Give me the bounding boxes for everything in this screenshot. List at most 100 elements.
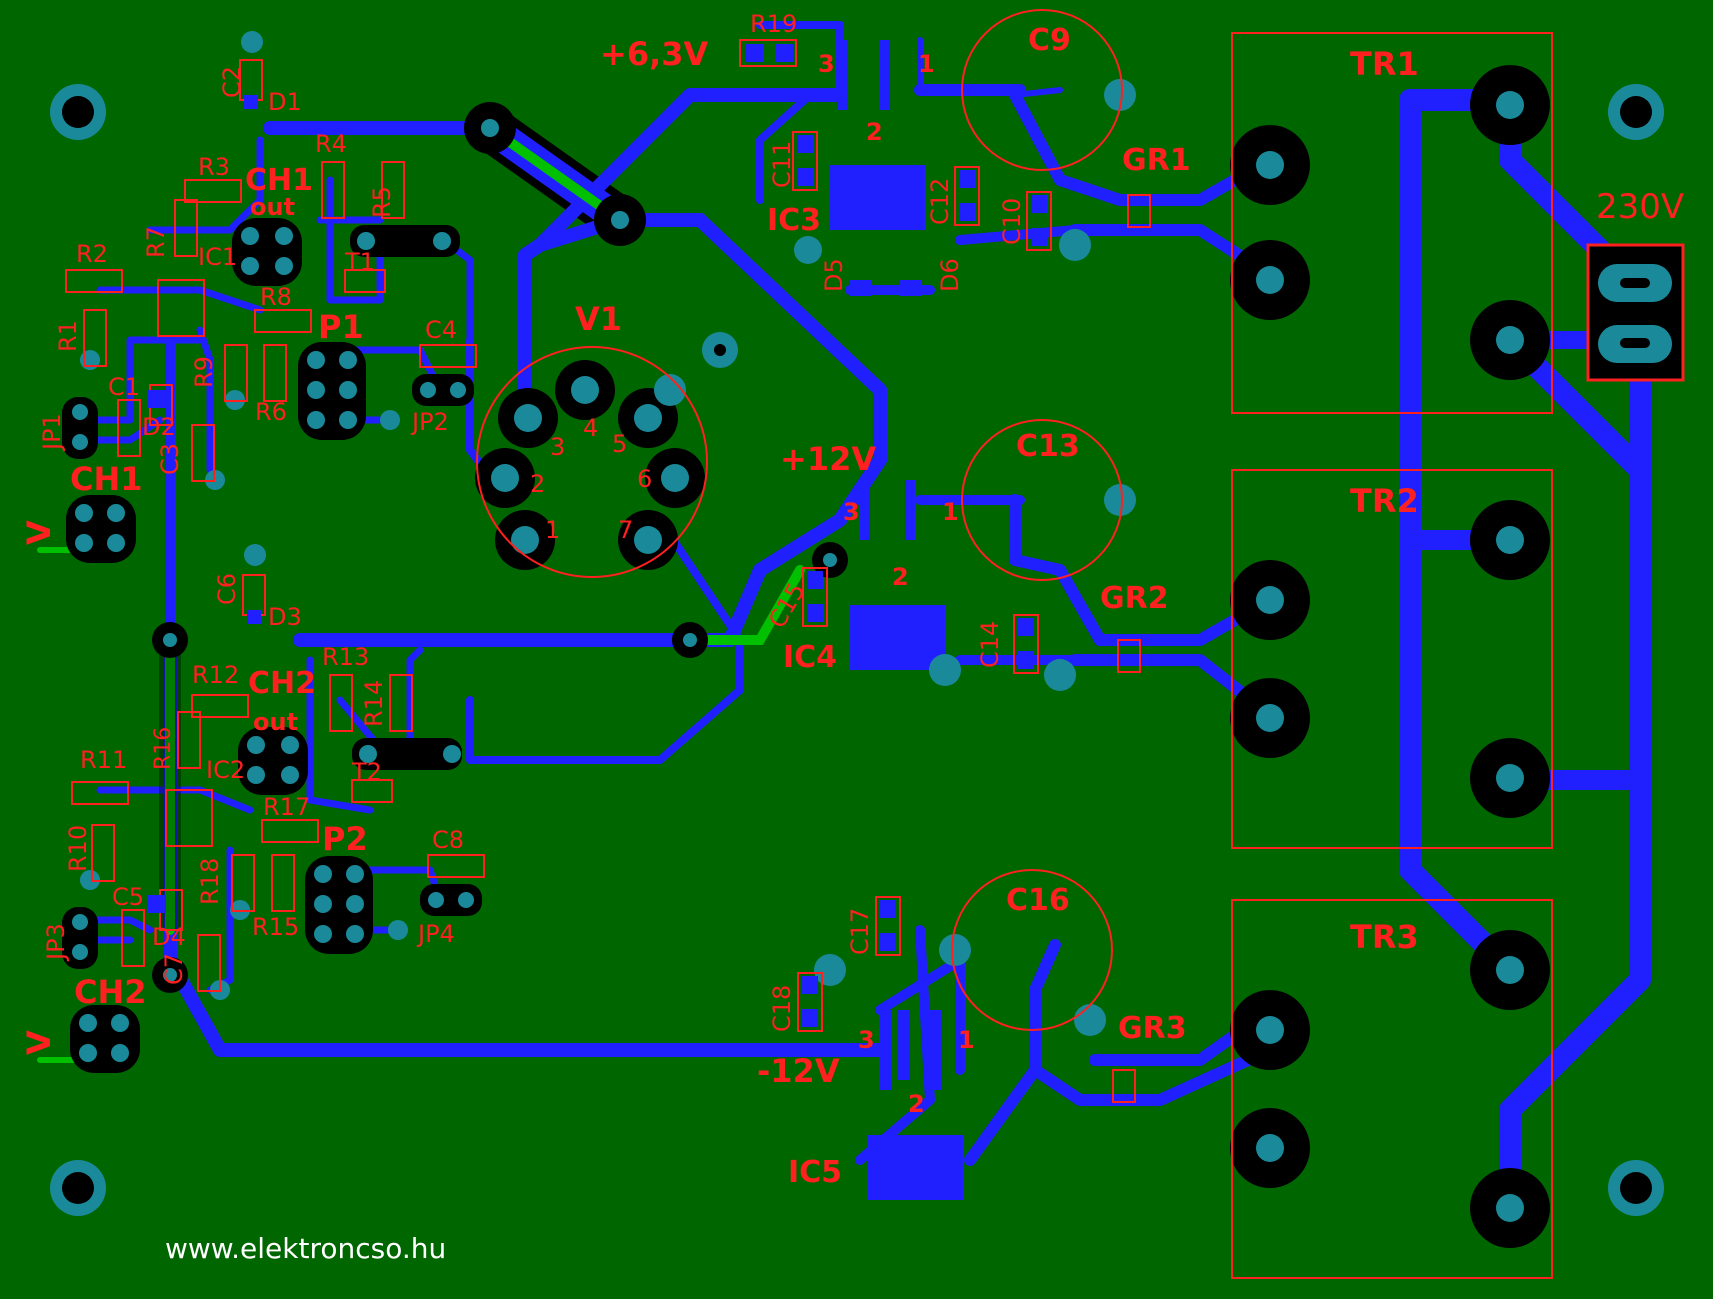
label-r17: R17 [263,793,310,821]
label-ic1: IC1 [198,243,237,271]
tube-pin-6: 6 [637,465,652,493]
label-d3: D3 [268,603,302,631]
label-r7: R7 [142,226,170,258]
label-r11: R11 [80,746,127,774]
tr3-pads [1230,930,1550,1248]
label-r16: R16 [151,727,176,770]
label-ic2: IC2 [206,756,245,784]
label-v-sym1: V [20,520,58,545]
tube-pin-3: 3 [550,433,565,461]
label-p2: P2 [322,820,368,858]
label-v1: V1 [575,300,622,338]
label-6v3: +6,3V [600,35,709,73]
label-c5: C5 [112,883,144,911]
label-ch1: CH1 [70,460,143,498]
label-c18: C18 [768,985,796,1032]
tr2-pads [1230,500,1550,818]
ic4-pin1: 1 [942,498,959,526]
label-jp2: JP2 [410,408,449,436]
ic5-pin2: 2 [908,1090,925,1118]
label-r10: R10 [64,825,92,872]
label-gr2: GR2 [1100,581,1169,616]
tr1-pads [1230,65,1550,380]
ic3-pin1: 1 [918,50,935,78]
label-c11: C11 [768,141,796,188]
tube-pin-7: 7 [618,516,633,544]
heater-pads [152,102,848,993]
ic3-pin3: 3 [818,50,835,78]
label-ic3: IC3 [767,203,821,238]
pin-headers [62,218,482,1073]
label-c14: C14 [976,621,1004,668]
label-r9: R9 [190,356,218,388]
label-c4: C4 [425,316,457,344]
label-d4: D4 [152,923,186,951]
label-r8: R8 [260,283,292,311]
label-ic5: IC5 [788,1155,842,1190]
label-gr3: GR3 [1118,1011,1187,1046]
label-ch2: CH2 [74,973,147,1011]
label-12v-neg: -12V [757,1052,840,1090]
tube-pin-5: 5 [612,430,627,458]
label-tr1: TR1 [1350,45,1419,83]
label-v-sym2: V [20,1030,58,1055]
label-r4: R4 [315,130,347,158]
label-c8: C8 [432,826,464,854]
label-r2: R2 [76,240,108,268]
component-pads [148,44,1047,1027]
label-r14: R14 [360,680,388,727]
label-r19: R19 [750,10,797,38]
ic5-pin1: 1 [958,1026,975,1054]
label-p1: P1 [318,308,364,346]
label-ch1-out-b: out [250,193,295,221]
label-t2: T2 [351,758,382,786]
label-jp3: JP3 [42,923,70,962]
label-c3: C3 [156,443,184,475]
label-c16: C16 [1006,883,1070,918]
label-gr1: GR1 [1122,143,1191,178]
large-pads [152,65,1550,1248]
label-c10: C10 [998,198,1026,245]
label-c13: C13 [1016,429,1080,464]
mains-connector [1586,243,1685,382]
silkscreen [65,9,1553,1279]
mounting-holes [50,84,1664,1216]
ic3-pin2: 2 [866,118,883,146]
label-c6: C6 [213,573,241,605]
label-c9: C9 [1028,23,1071,58]
website-label: www.elektroncso.hu [165,1232,446,1265]
tube-socket-pads [475,332,738,570]
label-c2: C2 [218,66,246,98]
label-t1: T1 [344,248,375,276]
label-r13: R13 [322,643,369,671]
label-r1: R1 [54,320,82,352]
label-ch2-out-b: out [253,708,298,736]
label-r3: R3 [198,153,230,181]
label-jp1: JP1 [38,413,66,452]
tube-pin-1: 1 [545,516,560,544]
via-pads [80,31,1136,1036]
label-r15: R15 [252,913,299,941]
label-c12: C12 [926,178,954,225]
smd-pads [830,40,963,1200]
labels: +6,3V +12V -12V 230V IC3 IC4 IC5 V1 C9 C… [20,10,1684,1265]
ic5-pin3: 3 [858,1026,875,1054]
label-c1: C1 [108,373,140,401]
tube-pin-2: 2 [530,470,545,498]
label-c7: C7 [160,953,188,985]
label-12v-pos: +12V [780,440,876,478]
label-r6: R6 [255,398,287,426]
label-r18: R18 [196,858,224,905]
label-d1: D1 [268,88,302,116]
label-c17: C17 [846,908,874,955]
label-230v: 230V [1596,187,1684,227]
label-r12: R12 [192,661,239,689]
label-d6: D6 [936,258,964,292]
ic4-pin2: 2 [892,563,909,591]
traces [76,21,1651,1221]
label-d5: D5 [820,258,848,292]
label-d2: D2 [142,413,176,441]
ic4-pin3: 3 [843,498,860,526]
